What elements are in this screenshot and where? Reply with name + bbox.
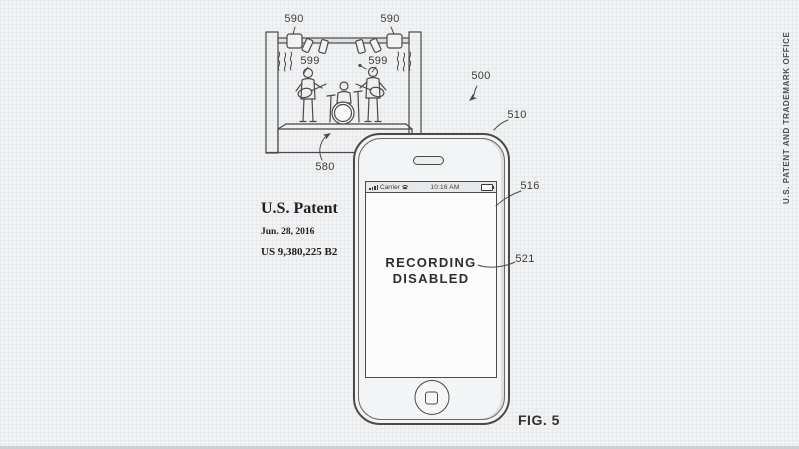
figure-caption: FIG. 5 (518, 412, 560, 428)
ref-label-521: 521 (515, 253, 535, 265)
stage-post-left (265, 31, 279, 154)
performer-guitarist-left (295, 67, 327, 123)
phone-inner-bezel (358, 138, 505, 420)
ref-label-590-right: 590 (380, 13, 400, 25)
home-button (414, 380, 449, 415)
earpiece-speaker-icon (413, 156, 444, 165)
ref-label-590-left: 590 (284, 13, 304, 25)
phone-drawing: Carrier 10:16 AM RECORDING DISABLED (353, 133, 510, 425)
ref-label-580: 580 (315, 161, 335, 173)
phone-status-bar: Carrier 10:16 AM (366, 182, 496, 193)
ir-emission-waves-right (396, 51, 412, 72)
carrier-label: Carrier (380, 183, 400, 191)
patent-number: US 9,380,225 B2 (261, 246, 338, 258)
performer-guitarist-right (355, 63, 387, 123)
stage-truss (277, 37, 410, 44)
home-button-square-icon (425, 391, 438, 404)
battery-icon (481, 183, 494, 191)
ir-emission-waves-left (277, 51, 293, 72)
patent-header: U.S. Patent Jun. 28, 2016 US 9,380,225 B… (261, 200, 338, 258)
uspto-side-text: U.S. PATENT AND TRADEMARK OFFICE (782, 31, 791, 204)
performer-drummer (326, 81, 363, 125)
recording-disabled-message: RECORDING DISABLED (366, 255, 496, 287)
ref-label-510: 510 (507, 109, 527, 121)
ir-emitter-right (386, 33, 403, 49)
stage-lights (301, 38, 382, 54)
signal-bars-icon (369, 184, 378, 190)
message-line-2: DISABLED (392, 271, 470, 286)
bottom-edge-strip (0, 446, 799, 449)
phone-screen: Carrier 10:16 AM RECORDING DISABLED (365, 181, 497, 378)
ir-emitter-left (286, 33, 303, 49)
ref-label-516: 516 (520, 180, 540, 192)
status-time: 10:16 AM (430, 183, 460, 191)
ref-label-599-right: 599 (368, 55, 388, 67)
ref-label-500: 500 (471, 70, 491, 82)
patent-date: Jun. 28, 2016 (261, 227, 315, 237)
message-line-1: RECORDING (385, 255, 477, 270)
wifi-icon (402, 185, 409, 190)
patent-title: U.S. Patent (261, 200, 338, 217)
ref-label-599-left: 599 (300, 55, 320, 67)
